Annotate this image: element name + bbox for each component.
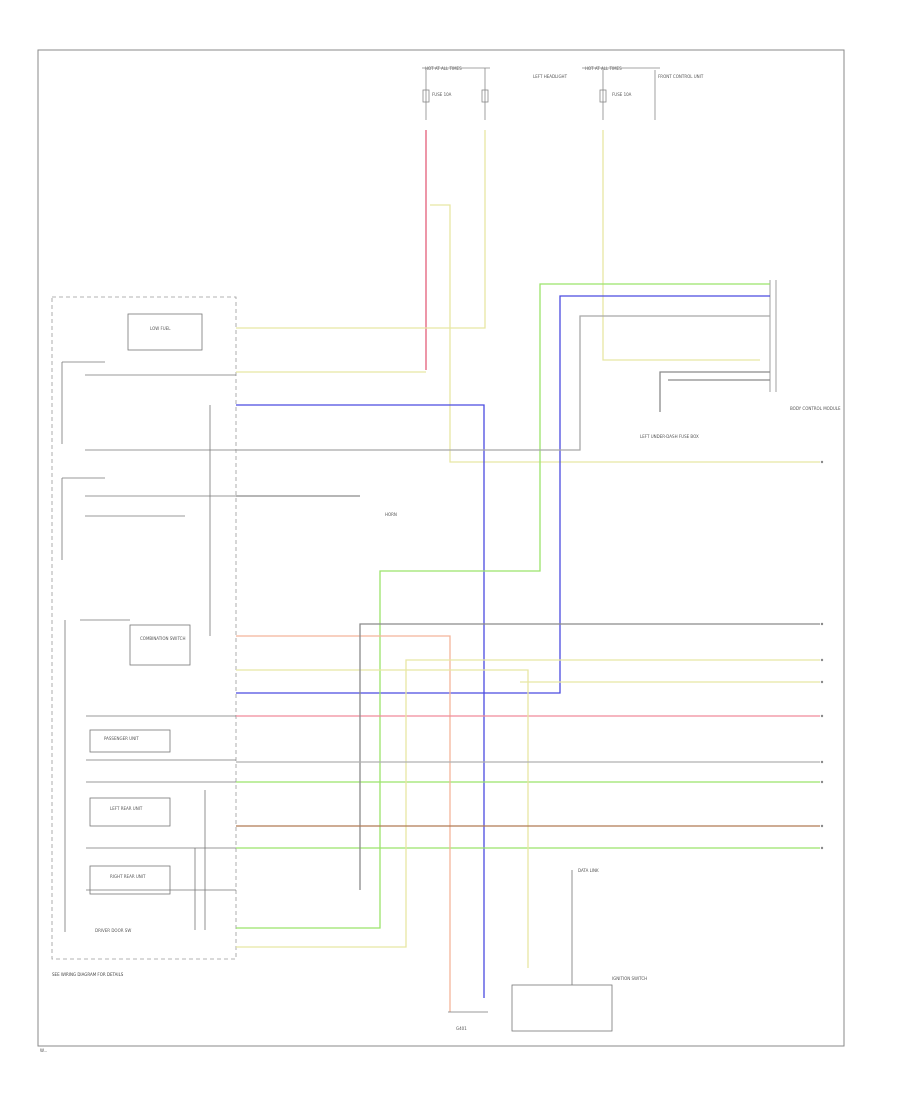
wire-grey-2 <box>236 315 770 451</box>
wire-blue-1 <box>236 404 485 998</box>
fuse-label-2: LEFT HEADLIGHT <box>533 74 568 79</box>
right-connector <box>769 280 777 392</box>
left-caption: SEE WIRING DIAGRAM FOR DETAILS <box>52 972 124 977</box>
ground-label: G401 <box>456 1026 467 1031</box>
door-sw-label: DRIVER DOOR SW <box>95 928 131 933</box>
passenger-unit-label: PASSENGER UNIT <box>104 736 139 741</box>
fuse-label-0: HOT AT ALL TIMES <box>425 66 462 71</box>
wire-yellow-3 <box>430 204 820 463</box>
wire-yellow-top <box>236 130 486 329</box>
fuse-symbols <box>422 67 660 120</box>
footer-id: W... <box>40 1048 47 1053</box>
instrument-cluster-boundary <box>51 296 237 960</box>
fuse-label-4: FUSE 10A <box>612 92 632 97</box>
wire-orange-1 <box>236 635 451 1012</box>
bottom-components <box>448 870 613 1032</box>
body-ecu-label: BODY CONTROL MODULE <box>790 406 841 411</box>
wire-yellow-5 <box>236 659 820 948</box>
combination-switch-label: COMBINATION SWITCH <box>140 636 185 641</box>
fuse-label-1: FUSE 10A <box>432 92 452 97</box>
right-rear-unit-label: RIGHT REAR UNIT <box>110 874 146 879</box>
fuse-label-5: FRONT CONTROL UNIT <box>658 74 704 79</box>
left-components <box>61 313 236 932</box>
low-fuel-label: LOW FUEL <box>150 326 171 331</box>
low-fuel-box <box>127 313 203 351</box>
fuse-label-3: HOT AT ALL TIMES <box>585 66 622 71</box>
wire-green-1 <box>236 283 770 929</box>
diagram-frame <box>37 49 845 1047</box>
wire-yellow-fuse2 <box>602 130 760 361</box>
data-link-label: DATA LINK <box>578 868 599 873</box>
left-underdash-label: LEFT UNDER-DASH FUSE BOX <box>640 434 699 439</box>
wire-grey-3 <box>359 623 820 890</box>
right-terminals <box>820 460 824 850</box>
wire-blue-2 <box>236 295 770 694</box>
top-fuse-labels: HOT AT ALL TIMES FUSE 10A LEFT HEADLIGHT… <box>425 66 704 97</box>
left-rear-unit-label: LEFT REAR UNIT <box>110 806 143 811</box>
ignition-switch-label: IGNITION SWITCH <box>612 976 647 981</box>
horn-label: HORN <box>385 512 397 517</box>
wire-grey-5 <box>659 371 770 412</box>
wires <box>236 130 820 1012</box>
wire-yellow-4 <box>236 669 529 968</box>
